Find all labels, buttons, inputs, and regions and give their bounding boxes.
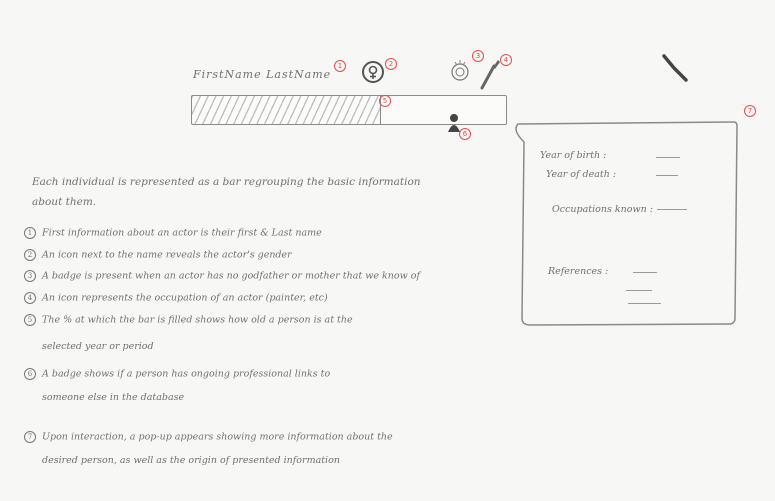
female-gender-icon [362, 61, 384, 83]
badge-6: 6 [459, 128, 471, 140]
popup-field-birth: Year of birth : [540, 150, 607, 161]
badge-4: 4 [500, 54, 512, 66]
person-name: FirstName LastName [193, 68, 332, 81]
intro-text: Each individual is represented as a bar … [32, 176, 421, 208]
professional-link-badge-icon [448, 114, 460, 132]
badge-1: 1 [334, 60, 346, 72]
popup-field-death: Year of death : [546, 169, 617, 180]
popup-field-death-value [656, 175, 678, 176]
badge-5: 5 [379, 95, 391, 107]
paintbrush-occupation-icon [480, 60, 500, 90]
badge-7: 7 [744, 105, 756, 117]
popup-reference-line [626, 290, 652, 291]
info-popup [515, 121, 738, 326]
popup-field-occupations-value [657, 209, 687, 210]
pencil-sketch-mark [662, 54, 688, 82]
age-bar[interactable] [191, 95, 507, 125]
popup-reference-line [628, 303, 661, 304]
badge-2: 2 [385, 58, 397, 70]
age-bar-fill [192, 96, 382, 124]
badge-3: 3 [472, 50, 484, 62]
no-godparent-badge-icon [451, 60, 469, 81]
popup-field-references-value [633, 272, 657, 273]
popup-field-references: References : [548, 266, 609, 277]
popup-field-occupations: Occupations known : [552, 204, 653, 215]
popup-field-birth-value [656, 157, 680, 158]
